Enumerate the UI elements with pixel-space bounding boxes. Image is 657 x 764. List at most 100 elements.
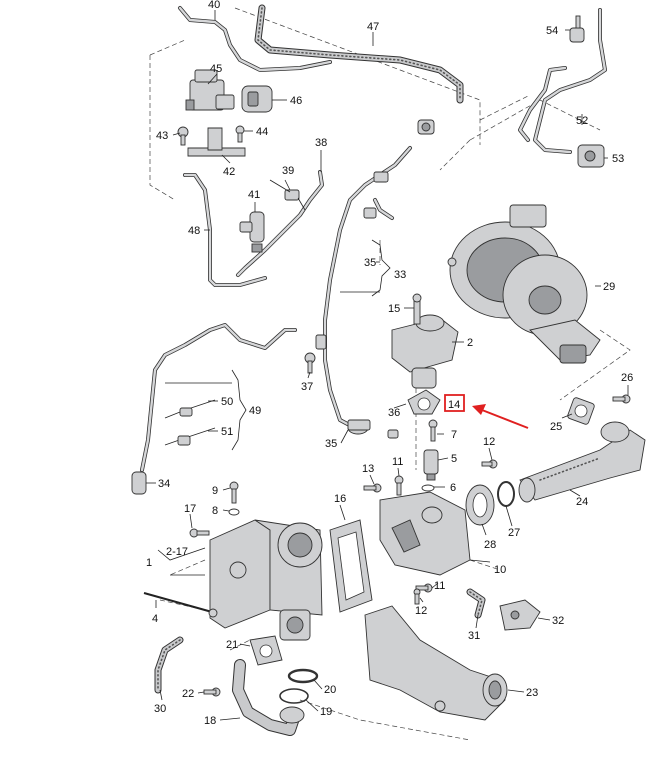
bolt-26 bbox=[612, 394, 631, 404]
connector-35-lower bbox=[347, 419, 371, 435]
label-5: 5 bbox=[451, 453, 457, 465]
label-40: 40 bbox=[208, 0, 220, 11]
egr-valve-2 bbox=[391, 314, 459, 389]
bolt-13 bbox=[363, 483, 382, 493]
clamp-20 bbox=[287, 668, 319, 684]
label-2: 2 bbox=[467, 337, 473, 349]
label-23: 23 bbox=[526, 687, 538, 699]
label-15: 15 bbox=[388, 303, 400, 315]
clamp-28 bbox=[465, 484, 495, 526]
label-37: 37 bbox=[301, 381, 313, 393]
label-34: 34 bbox=[158, 478, 170, 490]
label-18: 18 bbox=[204, 715, 216, 727]
label-32: 32 bbox=[552, 615, 564, 627]
ring-27 bbox=[497, 481, 515, 507]
label-51: 51 bbox=[221, 426, 233, 438]
label-48: 48 bbox=[188, 225, 200, 237]
highlight-box-14 bbox=[444, 394, 465, 412]
label-8: 8 bbox=[212, 505, 218, 517]
connector-54 bbox=[569, 15, 585, 43]
label-46: 46 bbox=[290, 95, 302, 107]
label-11-lower: 11 bbox=[434, 580, 445, 592]
label-7: 7 bbox=[451, 429, 457, 441]
sensor-50 bbox=[164, 399, 216, 419]
gasket-25 bbox=[567, 397, 595, 425]
connector-32 bbox=[499, 599, 541, 631]
label-20: 20 bbox=[324, 684, 336, 696]
egr-cooler-1 bbox=[209, 519, 323, 641]
hose-30 bbox=[154, 636, 184, 694]
label-12-upper: 12 bbox=[483, 436, 495, 448]
hose-47 bbox=[254, 4, 464, 104]
label-41: 41 bbox=[248, 189, 260, 201]
label-52: 52 bbox=[576, 115, 588, 127]
bolt-12-lower bbox=[413, 588, 421, 605]
label-54: 54 bbox=[546, 25, 558, 37]
rod-4 bbox=[143, 592, 218, 618]
label-28: 28 bbox=[484, 539, 496, 551]
label-38: 38 bbox=[315, 137, 327, 149]
highlight-arrow-shaft bbox=[481, 409, 529, 429]
gasket-21 bbox=[249, 635, 283, 666]
label-11-upper: 11 bbox=[392, 456, 403, 468]
label-35-lower: 35 bbox=[325, 438, 337, 450]
assembly-dash-lines bbox=[149, 7, 631, 741]
gasket-16 bbox=[329, 519, 373, 613]
gasket-19 bbox=[279, 688, 309, 704]
oring-6 bbox=[421, 484, 435, 492]
label-26: 26 bbox=[621, 372, 633, 384]
hose-31 bbox=[466, 588, 486, 619]
label-39: 39 bbox=[282, 165, 294, 177]
label-2-17: 2-17 bbox=[166, 546, 188, 558]
sensor-5 bbox=[423, 449, 439, 481]
intake-pipe-23 bbox=[364, 605, 508, 721]
sensor-51 bbox=[164, 427, 216, 446]
label-24: 24 bbox=[576, 496, 588, 508]
solenoid-valve-45 bbox=[185, 69, 235, 111]
label-31: 31 bbox=[468, 630, 480, 642]
bolt-22 bbox=[203, 687, 221, 697]
label-1: 1 bbox=[146, 557, 152, 569]
brace-49 bbox=[231, 369, 247, 451]
label-43: 43 bbox=[156, 130, 168, 142]
hose-48 bbox=[183, 173, 267, 287]
label-9: 9 bbox=[212, 485, 218, 497]
label-25: 25 bbox=[550, 421, 562, 433]
label-16: 16 bbox=[334, 493, 346, 505]
label-10: 10 bbox=[494, 564, 506, 576]
label-49: 49 bbox=[249, 405, 261, 417]
label-36: 36 bbox=[388, 407, 400, 419]
part-labels: 40 47 54 45 46 52 43 44 38 53 42 39 41 4… bbox=[146, 0, 633, 727]
hose-52 bbox=[518, 8, 607, 154]
label-30: 30 bbox=[154, 703, 166, 715]
clamp-near-47 bbox=[417, 119, 435, 135]
label-44: 44 bbox=[256, 126, 268, 138]
bolt-12-upper bbox=[481, 459, 498, 469]
hose-49-line bbox=[140, 323, 297, 472]
clip-35-upper bbox=[315, 334, 327, 350]
label-29: 29 bbox=[603, 281, 615, 293]
turbocharger-29 bbox=[447, 204, 601, 364]
washer-8 bbox=[228, 508, 240, 516]
label-33: 33 bbox=[394, 269, 406, 281]
pipe-18 bbox=[232, 659, 305, 736]
bolt-9 bbox=[229, 481, 239, 504]
valve-41 bbox=[239, 211, 265, 253]
label-6: 6 bbox=[450, 482, 456, 494]
highlight-marker bbox=[444, 394, 529, 429]
valve-53 bbox=[577, 144, 605, 168]
label-13: 13 bbox=[362, 463, 374, 475]
label-14: 14 bbox=[448, 399, 460, 411]
egr-housing-10 bbox=[379, 491, 471, 576]
sensor-39 bbox=[269, 179, 306, 211]
label-35-upper: 35 bbox=[364, 257, 376, 269]
brace-33 bbox=[371, 239, 391, 297]
label-21: 21 bbox=[226, 639, 238, 651]
label-22: 22 bbox=[182, 688, 194, 700]
label-4: 4 bbox=[152, 613, 158, 625]
label-53: 53 bbox=[612, 153, 624, 165]
bolt-37 bbox=[304, 352, 316, 374]
label-42: 42 bbox=[223, 166, 235, 178]
